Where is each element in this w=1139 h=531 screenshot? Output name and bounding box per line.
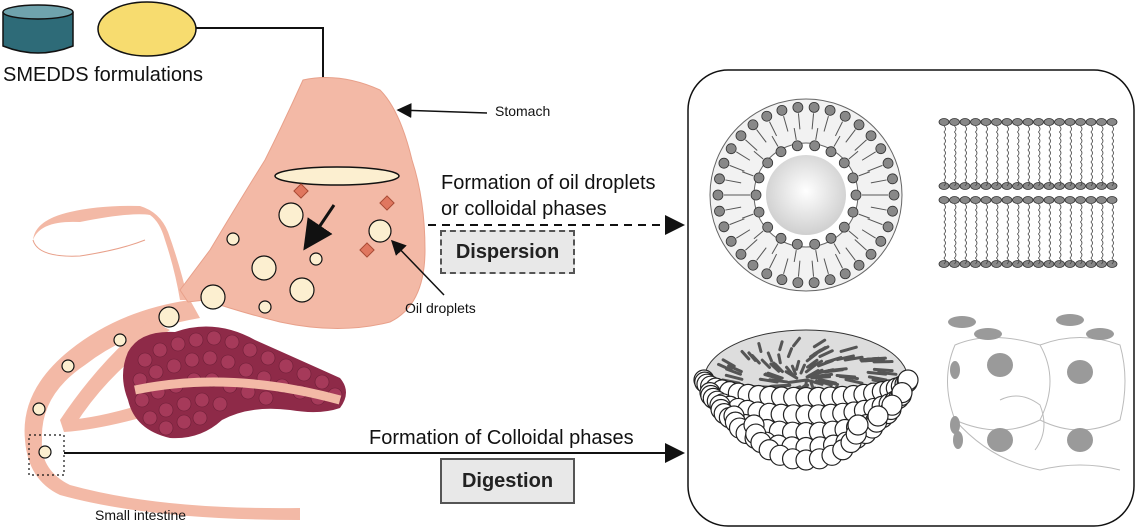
stomach-label: Stomach: [495, 103, 550, 119]
formation-oil-line1: Formation of oil droplets: [441, 172, 656, 195]
formation-colloidal-label: Formation of Colloidal phases: [369, 427, 634, 450]
liposome-structure: [710, 99, 902, 291]
digestion-box: Digestion: [440, 458, 575, 504]
dispersion-box: Dispersion: [440, 230, 575, 274]
stomach-pointer: [398, 110, 487, 113]
capsule-icon: [3, 5, 73, 53]
formation-oil-line2: or colloidal phases: [441, 198, 607, 221]
formulations-label: SMEDDS formulations: [3, 64, 203, 87]
gallbladder-shape: [33, 206, 188, 300]
tablet-icon: [98, 2, 196, 56]
oil-droplets-label: Oil droplets: [405, 300, 476, 316]
small-intestine-label: Small intestine: [95, 507, 186, 523]
pancreas-shape: [123, 327, 346, 439]
formulation-connector-line: [196, 28, 323, 78]
